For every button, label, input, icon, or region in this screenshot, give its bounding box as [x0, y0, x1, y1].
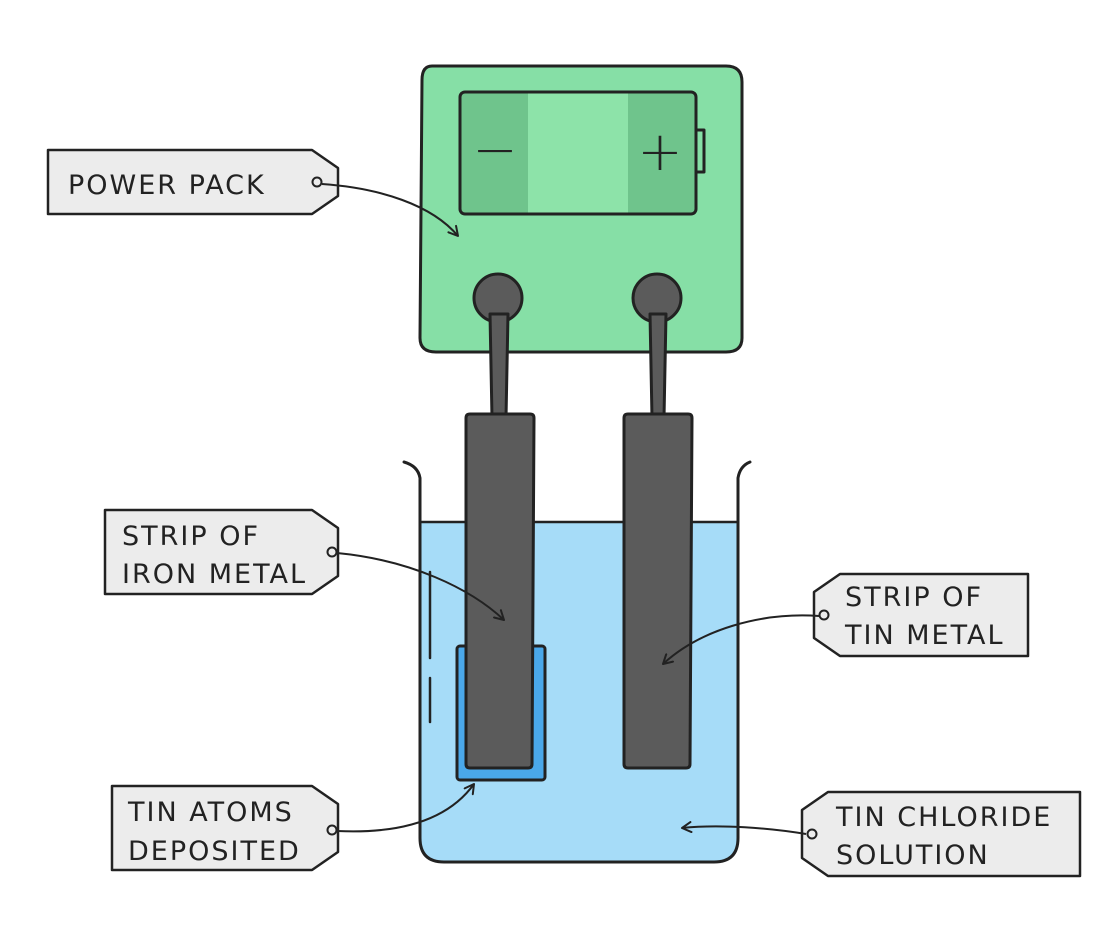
tag-solution: TIN CHLORIDE SOLUTION — [681, 790, 1082, 878]
negative-terminal-symbol: − — [472, 118, 517, 181]
iron-strip-label-line1: STRIP OF — [122, 521, 260, 552]
solution-label-line2: SOLUTION — [836, 840, 990, 871]
power-pack: − + — [418, 64, 744, 354]
tin-electrode — [622, 312, 694, 770]
tin-atoms-label-line2: DEPOSITED — [128, 836, 301, 867]
power-pack-label: POWER PACK — [68, 170, 266, 201]
tag-iron-strip: STRIP OF IRON METAL — [103, 508, 505, 621]
iron-strip-label-line2: IRON METAL — [122, 559, 307, 590]
tag-power-pack: POWER PACK — [46, 148, 459, 237]
tin-atoms-label-line1: TIN ATOMS — [127, 797, 294, 828]
tin-strip-label-line1: STRIP OF — [845, 582, 983, 613]
battery-icon: − + — [458, 90, 706, 216]
positive-terminal-symbol: + — [637, 120, 682, 183]
tag-tin-strip: STRIP OF TIN METAL — [662, 572, 1030, 665]
tag-tin-atoms: TIN ATOMS DEPOSITED — [110, 783, 475, 872]
solution-label-line1: TIN CHLORIDE — [835, 802, 1052, 833]
tin-strip-label-line2: TIN METAL — [844, 620, 1005, 651]
iron-electrode — [464, 312, 536, 770]
